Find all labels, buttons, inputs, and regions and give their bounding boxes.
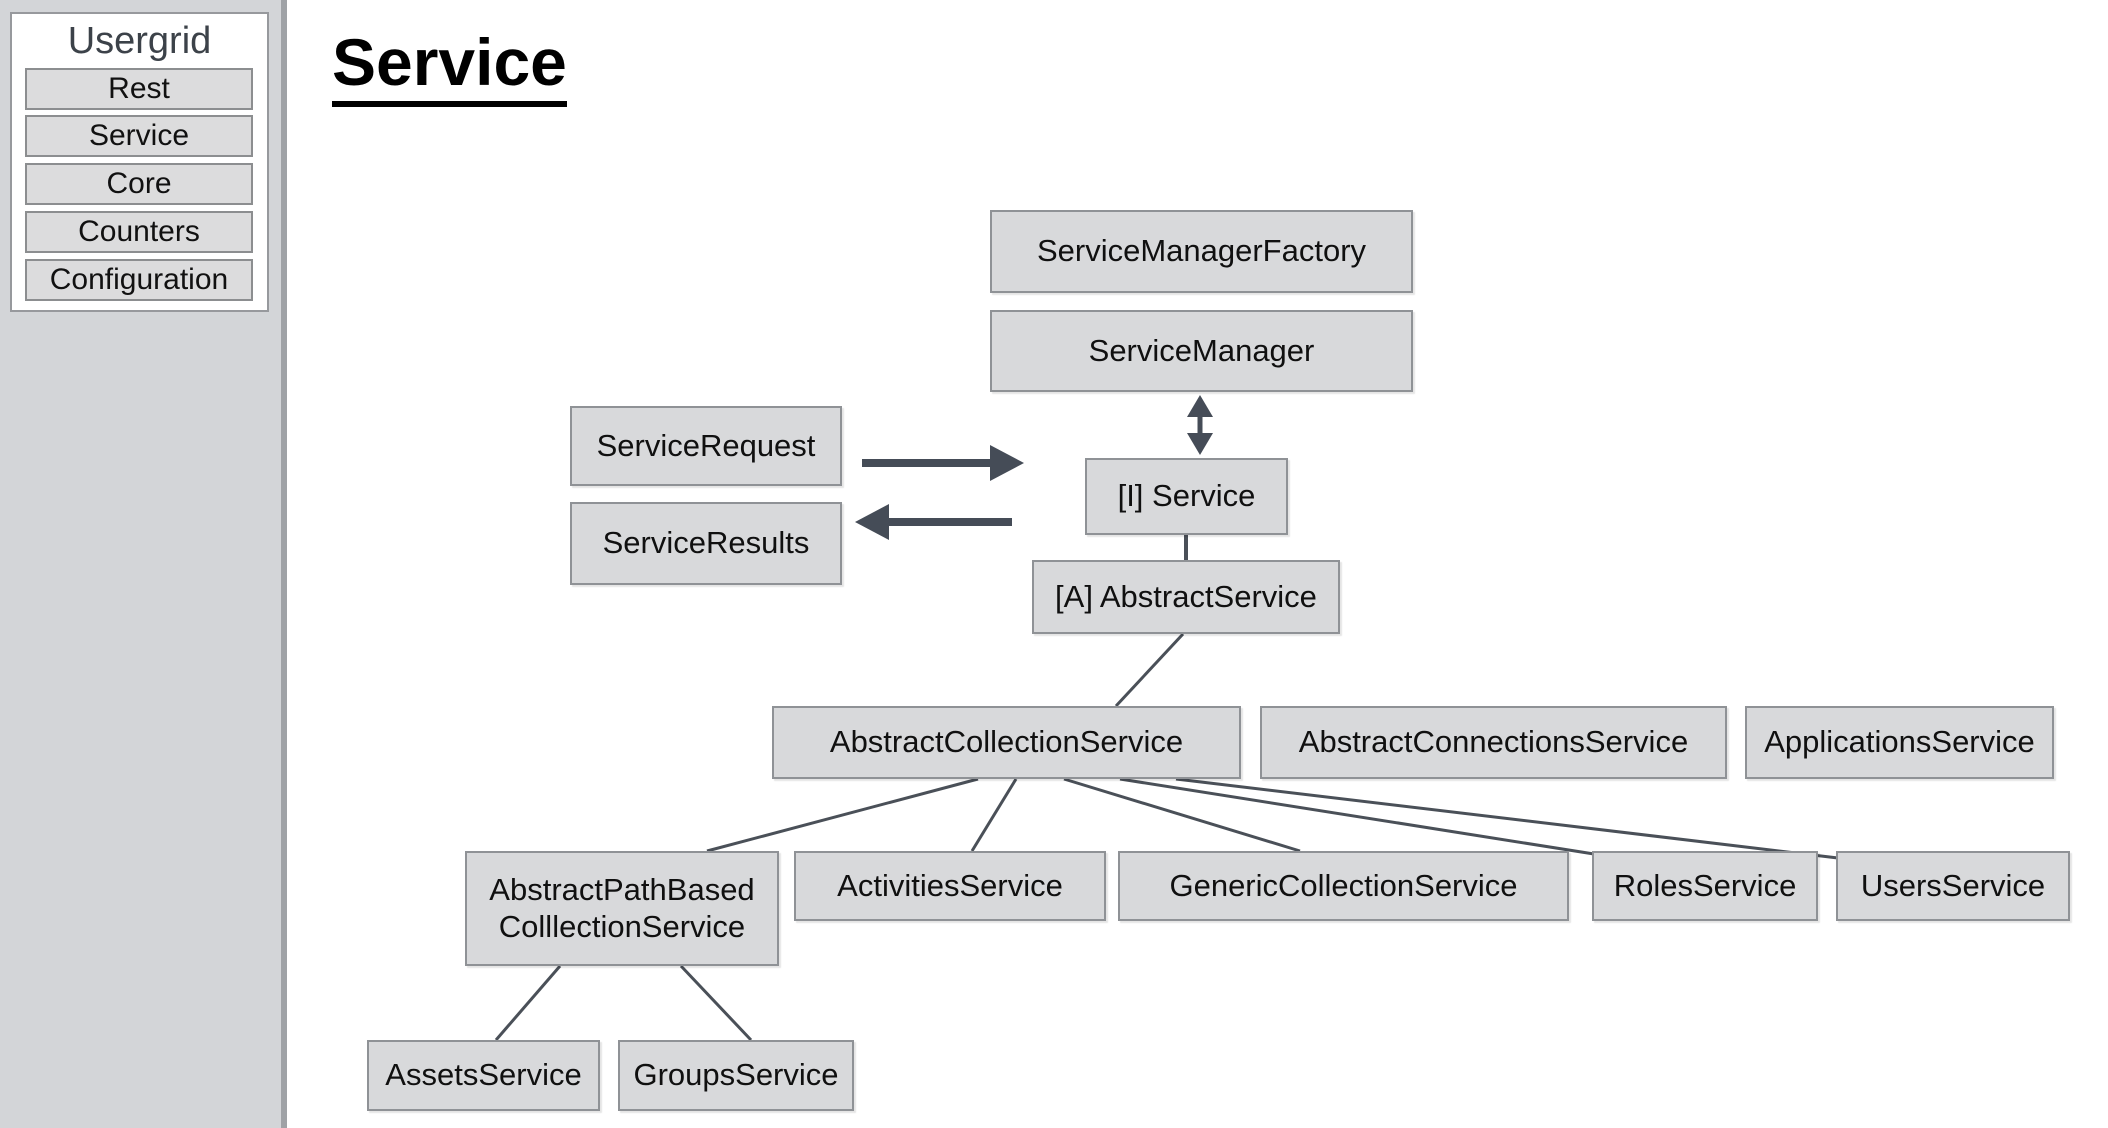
node-service-request: ServiceRequest (570, 406, 842, 486)
node-service-results: ServiceResults (570, 502, 842, 585)
fanout-pathbased (494, 964, 753, 1042)
node-abstract-collection-service: AbstractCollectionService (772, 706, 1241, 779)
node-generic-collection-service: GenericCollectionService (1118, 851, 1569, 921)
sidebar-item-rest[interactable]: Rest (25, 68, 253, 110)
sidebar-item-core[interactable]: Core (25, 163, 253, 205)
node-roles-service: RolesService (1592, 851, 1818, 921)
node-groups-service: GroupsService (618, 1040, 854, 1111)
sidebar-item-counters[interactable]: Counters (25, 211, 253, 253)
node-activities-service: ActivitiesService (794, 851, 1106, 921)
sidebar: Usergrid Rest Service Core Counters Conf… (0, 0, 287, 1128)
node-service-manager: ServiceManager (990, 310, 1413, 392)
node-abstract-service: [A] AbstractService (1032, 560, 1340, 634)
sidebar-item-configuration[interactable]: Configuration (25, 259, 253, 301)
node-i-service: [I] Service (1085, 458, 1288, 535)
arrow-service-to-results (855, 504, 1012, 540)
page-title: Service (332, 27, 567, 108)
sidebar-nav-panel: Usergrid Rest Service Core Counters Conf… (10, 12, 269, 312)
node-assets-service: AssetsService (367, 1040, 600, 1111)
node-applications-service: ApplicationsService (1745, 706, 2054, 779)
sidebar-title: Usergrid (67, 20, 212, 62)
fanout-collectionservice (706, 777, 1839, 860)
line-abstractservice-collectionservice (1114, 632, 1185, 708)
arrow-request-to-service (862, 445, 1024, 481)
node-service-manager-factory: ServiceManagerFactory (990, 210, 1413, 293)
node-abstract-path-based-collection-service: AbstractPathBased ColllectionService (465, 851, 779, 966)
node-users-service: UsersService (1836, 851, 2070, 921)
node-abstract-connections-service: AbstractConnectionsService (1260, 706, 1727, 779)
double-arrow-manager-service (1187, 395, 1213, 455)
sidebar-item-service[interactable]: Service (25, 115, 253, 157)
